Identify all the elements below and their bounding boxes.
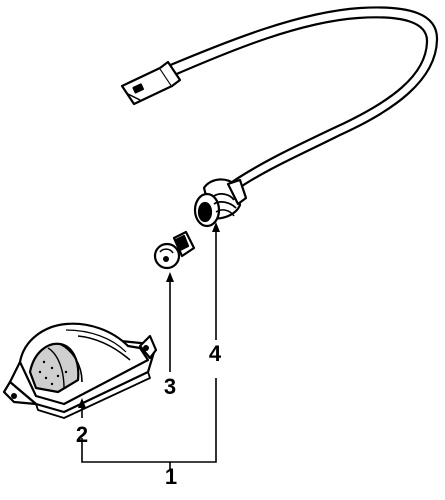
leader-lines [81, 226, 217, 470]
leader-arrows [78, 222, 220, 408]
arrow-3 [166, 272, 174, 282]
bulb [153, 230, 196, 270]
socket [193, 178, 248, 228]
lamp-housing [2, 322, 158, 419]
wire-harness [166, 6, 439, 192]
callout-4: 4 [208, 341, 222, 366]
arrow-2 [78, 398, 86, 408]
callout-2: 2 [75, 422, 89, 447]
leader-line-1 [81, 378, 217, 463]
connector-plug [120, 60, 182, 106]
arrow-4 [212, 222, 220, 232]
callout-3: 3 [163, 374, 177, 399]
callout-1: 1 [164, 464, 178, 489]
